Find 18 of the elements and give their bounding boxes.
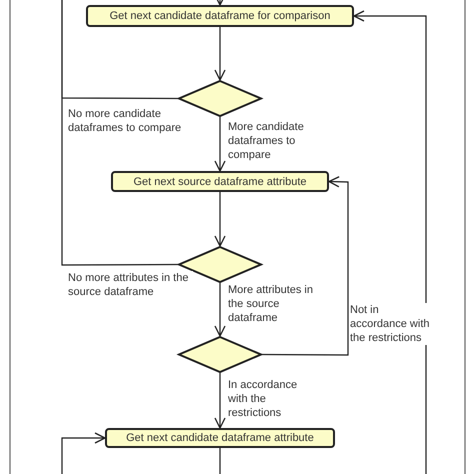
arrow <box>214 373 226 429</box>
action-text: Get next source dataframe attribute <box>133 176 307 188</box>
arrow <box>214 117 226 172</box>
arrow <box>214 283 226 337</box>
decision-diamond <box>178 80 262 117</box>
action-box <box>111 171 329 192</box>
arrow <box>262 176 349 356</box>
arrow <box>214 192 226 247</box>
action-box <box>86 5 354 27</box>
action-text: Get next candidate dataframe for comparison <box>110 10 330 22</box>
action-box <box>105 428 335 448</box>
arrow <box>61 432 106 474</box>
edge-label: Not in accordance with the restrictions <box>350 303 430 345</box>
action-text: Get next candidate dataframe attribute <box>126 432 314 444</box>
decision-diamond <box>178 336 262 373</box>
arrow <box>214 27 226 81</box>
arrow <box>353 10 427 474</box>
arrow <box>214 0 226 6</box>
